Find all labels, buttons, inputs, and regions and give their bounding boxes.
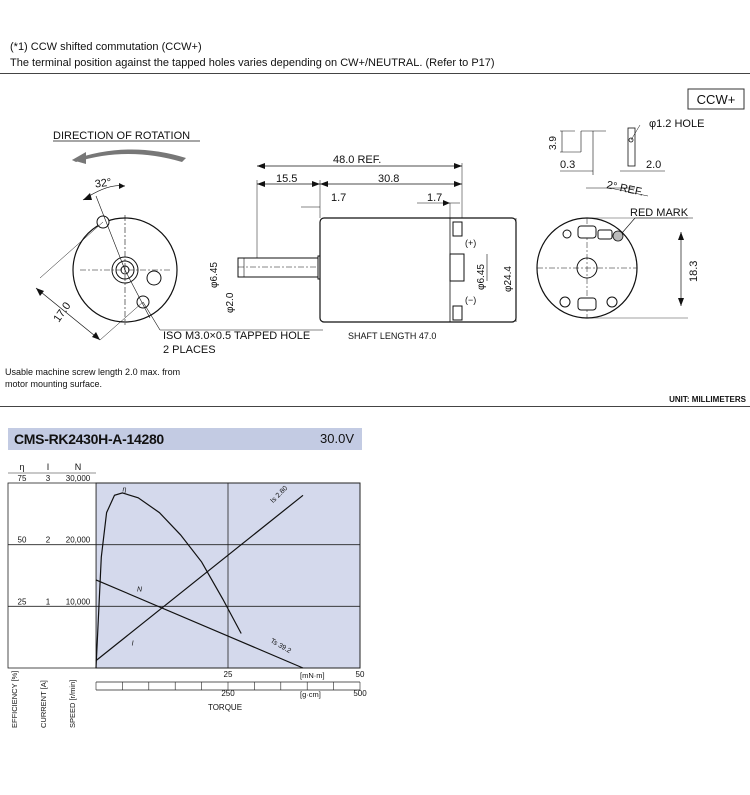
tapped-hole-label: ISO M3.0×0.5 TAPPED HOLE — [163, 330, 310, 342]
hole-label: φ1.2 HOLE — [649, 118, 704, 130]
x-axis-label: TORQUE — [208, 703, 242, 712]
dim-phi6-45b-label: φ6.45 — [476, 264, 487, 290]
series-line-2 — [95, 494, 304, 662]
side-view — [237, 163, 517, 323]
plus-terminal-label: (+) — [465, 238, 476, 248]
y-axis-label-0: EFFICIENCY [%] — [10, 671, 19, 728]
series-line-1 — [95, 579, 304, 669]
y-tick-label-1-0: 3 — [46, 474, 51, 483]
dim-1-7a-label: 1.7 — [331, 192, 346, 204]
axis-label-box — [7, 482, 97, 669]
dim-1-7b-label: 1.7 — [427, 192, 442, 204]
y-tick-label-2-2: 10,000 — [66, 597, 91, 606]
direction-label: DIRECTION OF ROTATION — [53, 130, 190, 142]
y-tick-label-0-1: 50 — [18, 536, 27, 545]
dim-15-5-label: 15.5 — [276, 173, 297, 185]
y-axis-symbol-0: η — [19, 462, 24, 472]
y-tick-label-1-2: 1 — [46, 597, 51, 606]
y-axis-label-1: CURRENT [A] — [39, 680, 48, 728]
commutation-note: (*1) CCW shifted commutation (CCW+) — [10, 41, 202, 53]
y-tick-label-2-1: 20,000 — [66, 536, 91, 545]
x-tick-gcm-0: 250 — [221, 689, 235, 698]
shaft-length-label: SHAFT LENGTH 47.0 — [348, 331, 436, 341]
y-axis-symbol-1: I — [47, 462, 50, 472]
x-tick-gcm-1: 500 — [353, 689, 367, 698]
model-name: CMS-RK2430H-A-14280 — [14, 431, 164, 447]
places-label: 2 PLACES — [163, 344, 216, 356]
screw-note-line2: motor mounting surface. — [5, 379, 103, 389]
dim-0-3-label: 0.3 — [560, 159, 575, 171]
angle-32-label: 32° — [94, 176, 112, 190]
ccw-badge-label: CCW+ — [697, 92, 736, 107]
rear-view — [536, 124, 693, 319]
ccw-badge — [687, 88, 745, 110]
dim-2-0-label: 2.0 — [646, 159, 661, 171]
unit-label: UNIT: MILLIMETERS — [669, 395, 746, 404]
rotation-arrow — [72, 149, 186, 162]
model-bar: CMS-RK2430H-A-14280 30.0V — [8, 428, 362, 450]
y-tick-label-1-1: 2 — [46, 536, 51, 545]
dim-18-3-label: 18.3 — [688, 261, 700, 282]
red-mark-dot — [612, 230, 624, 242]
dim-3-9-label: 3.9 — [548, 136, 559, 150]
screw-note-line1: Usable machine screw length 2.0 max. fro… — [5, 367, 181, 377]
minus-terminal-label: (−) — [465, 295, 476, 305]
y-tick-label-2-0: 30,000 — [66, 474, 91, 483]
dim-phi2-label: φ2.0 — [225, 292, 236, 313]
x-tick-mnm-0: 25 — [224, 670, 233, 679]
series-label-0: η — [122, 486, 126, 493]
x-tick-mnm-1: 50 — [356, 670, 365, 679]
y-tick-label-0-2: 25 — [18, 597, 27, 606]
y-axis-symbol-2: N — [75, 462, 82, 472]
dim-30-8-label: 30.8 — [378, 173, 399, 185]
y-axis-label-2: SPEED [r/min] — [68, 680, 77, 728]
top-divider — [0, 73, 750, 74]
front-view — [35, 183, 323, 341]
series-label-2: I — [132, 640, 134, 647]
model-voltage: 30.0V — [320, 431, 354, 446]
red-mark-label: RED MARK — [630, 207, 689, 219]
middle-divider — [0, 406, 750, 407]
dim-phi6-45a-label: φ6.45 — [209, 262, 220, 288]
dim-48-label: 48.0 REF. — [333, 154, 381, 166]
terminal-position-note: The terminal position against the tapped… — [10, 57, 495, 69]
series-line-0 — [95, 492, 242, 669]
x-unit-gcm: [g·cm] — [300, 690, 321, 699]
series-label-1: N — [137, 587, 143, 594]
x-unit-mnm: [mN·m] — [300, 671, 325, 680]
dim-phi24-4-label: φ24.4 — [503, 266, 514, 292]
y-tick-label-0-0: 75 — [18, 474, 27, 483]
